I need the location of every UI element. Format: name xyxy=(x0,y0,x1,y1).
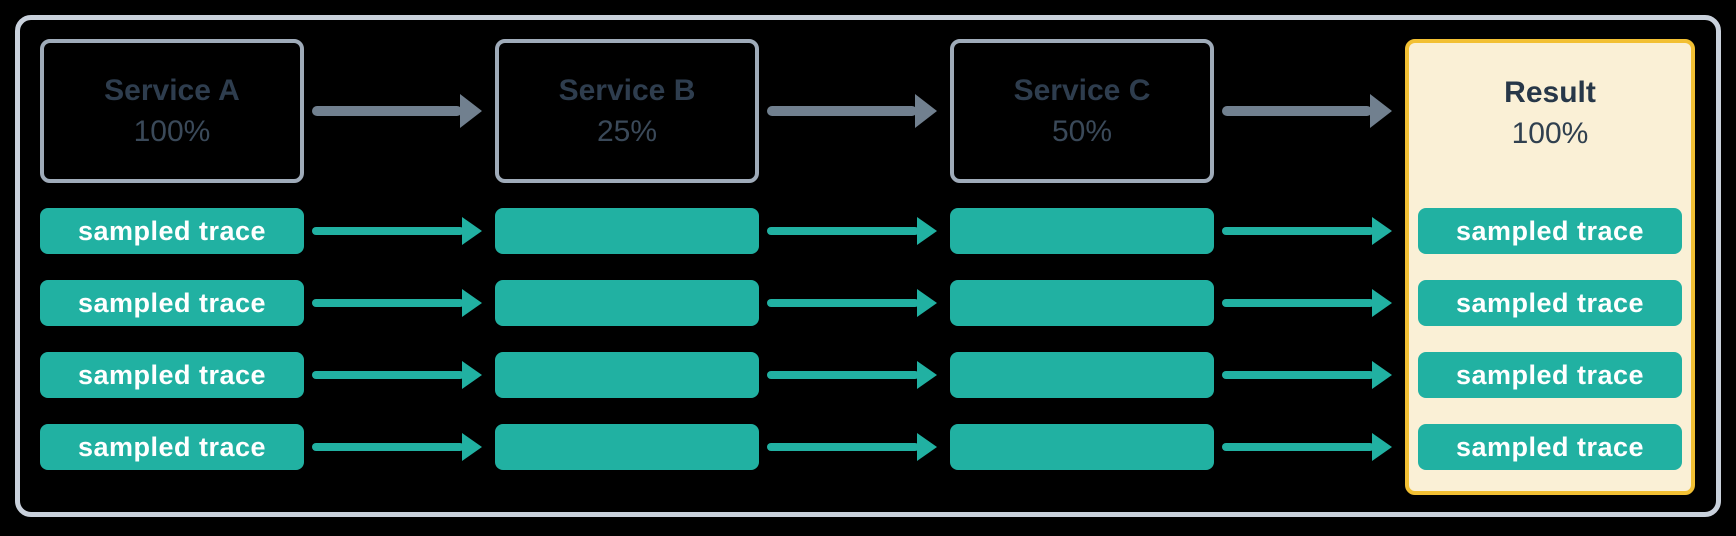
result-header: Result 100% xyxy=(1418,43,1682,183)
trace-arrow-icon xyxy=(1222,217,1392,245)
flow-arrow-icon xyxy=(312,94,482,128)
arrow-shaft xyxy=(312,371,464,379)
service-c-column: Service C 50% xyxy=(950,39,1214,470)
sampled-trace-bar: sampled trace xyxy=(40,424,304,470)
arrow-head xyxy=(1372,217,1392,245)
service-b-column: Service B 25% xyxy=(495,39,759,470)
arrow-shaft xyxy=(767,299,919,307)
arrow-shaft xyxy=(1222,443,1374,451)
sampled-trace-bar: sampled trace xyxy=(40,280,304,326)
arrows-b-to-c xyxy=(759,39,950,470)
arrow-head xyxy=(1372,433,1392,461)
sampling-rate: 50% xyxy=(1051,115,1113,148)
arrow-shaft xyxy=(1222,299,1374,307)
arrow-head xyxy=(1372,361,1392,389)
trace-arrow-icon xyxy=(1222,361,1392,389)
sampled-trace-bar: sampled trace xyxy=(1418,208,1682,254)
sampled-trace-bar xyxy=(950,352,1214,398)
arrow-head xyxy=(462,361,482,389)
trace-arrow-icon xyxy=(767,217,937,245)
service-name: Service C xyxy=(1013,74,1151,107)
trace-arrow-icon xyxy=(312,217,482,245)
trace-arrow-icon xyxy=(312,361,482,389)
arrow-head xyxy=(917,217,937,245)
sampled-trace-bar: sampled trace xyxy=(1418,352,1682,398)
service-a-box: Service A 100% xyxy=(40,39,304,183)
arrow-head xyxy=(915,94,937,128)
arrow-shaft xyxy=(312,227,464,235)
trace-arrow-icon xyxy=(1222,289,1392,317)
sampled-trace-bar xyxy=(950,424,1214,470)
arrow-shaft xyxy=(312,299,464,307)
arrow-shaft xyxy=(767,227,919,235)
arrow-head xyxy=(917,433,937,461)
arrow-shaft xyxy=(1222,106,1372,116)
sampled-trace-bar xyxy=(950,208,1214,254)
sampled-trace-bar xyxy=(495,280,759,326)
sampled-trace-bar: sampled trace xyxy=(1418,280,1682,326)
arrows-c-to-result xyxy=(1214,39,1405,470)
sampling-rate: 100% xyxy=(133,115,211,148)
arrow-head xyxy=(462,433,482,461)
arrow-shaft xyxy=(767,106,917,116)
service-a-column: Service A 100% sampled trace sampled tra… xyxy=(40,39,304,470)
arrow-shaft xyxy=(767,371,919,379)
arrow-head xyxy=(460,94,482,128)
arrow-head xyxy=(1372,289,1392,317)
arrow-head xyxy=(1370,94,1392,128)
arrow-head xyxy=(462,217,482,245)
sampled-trace-bar xyxy=(495,352,759,398)
trace-arrow-icon xyxy=(312,433,482,461)
sampled-trace-bar: sampled trace xyxy=(1418,424,1682,470)
arrow-head xyxy=(917,289,937,317)
arrow-head xyxy=(462,289,482,317)
arrow-shaft xyxy=(767,443,919,451)
trace-arrow-icon xyxy=(767,361,937,389)
trace-arrow-icon xyxy=(1222,433,1392,461)
service-name: Service B xyxy=(558,74,696,107)
sampled-trace-bar xyxy=(495,208,759,254)
arrow-head xyxy=(917,361,937,389)
trace-arrow-icon xyxy=(767,433,937,461)
sampling-rate: 25% xyxy=(596,115,658,148)
service-b-box: Service B 25% xyxy=(495,39,759,183)
result-box: Result 100% sampled trace sampled trace … xyxy=(1405,39,1695,495)
result-rate: 100% xyxy=(1511,117,1589,150)
arrow-shaft xyxy=(1222,227,1374,235)
arrow-shaft xyxy=(312,443,464,451)
result-title: Result xyxy=(1504,76,1596,109)
sampled-trace-bar: sampled trace xyxy=(40,352,304,398)
service-name: Service A xyxy=(104,74,240,107)
flow-arrow-icon xyxy=(767,94,937,128)
trace-arrow-icon xyxy=(312,289,482,317)
service-c-box: Service C 50% xyxy=(950,39,1214,183)
sampled-trace-bar xyxy=(950,280,1214,326)
flow-arrow-icon xyxy=(1222,94,1392,128)
arrow-shaft xyxy=(1222,371,1374,379)
sampled-trace-bar: sampled trace xyxy=(40,208,304,254)
trace-arrow-icon xyxy=(767,289,937,317)
sampled-trace-bar xyxy=(495,424,759,470)
diagram-frame: Service A 100% sampled trace sampled tra… xyxy=(15,15,1721,517)
arrow-shaft xyxy=(312,106,462,116)
arrows-a-to-b xyxy=(304,39,495,470)
